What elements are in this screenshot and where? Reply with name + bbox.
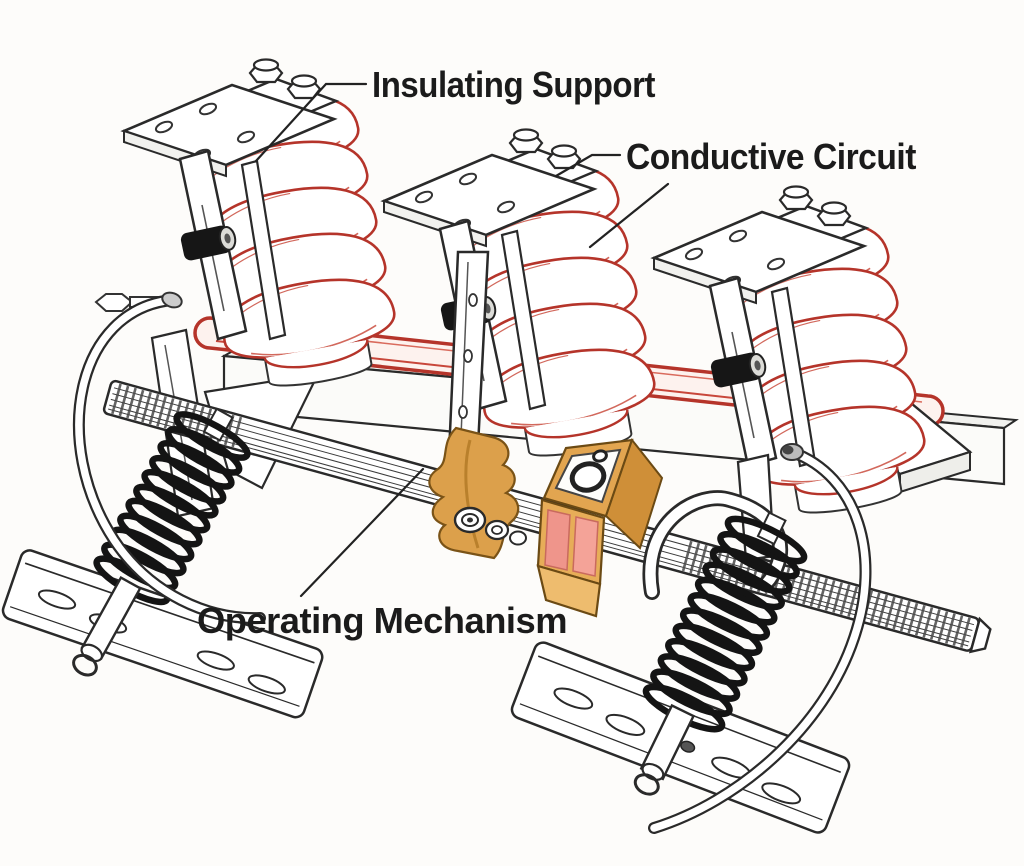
annotations: Insulating Support Conductive Circuit Op…: [197, 64, 917, 641]
gold-clamp: [428, 426, 527, 560]
base-left: [1, 549, 324, 719]
operating-mechanism-leader: [299, 467, 425, 598]
label-operating-mechanism: Operating Mechanism: [197, 600, 567, 641]
label-conductive-circuit: Conductive Circuit: [626, 136, 916, 177]
tube-right: [648, 443, 872, 834]
conductive-circuit-leader-bar: [588, 182, 670, 249]
spring-right: [633, 511, 808, 796]
conductive-circuit-leader-terminal: [554, 153, 622, 178]
terminal-block: [536, 437, 664, 618]
tube-left: [72, 291, 266, 625]
label-insulating-support: Insulating Support: [372, 64, 655, 105]
insulating-support-leader: [254, 82, 368, 163]
